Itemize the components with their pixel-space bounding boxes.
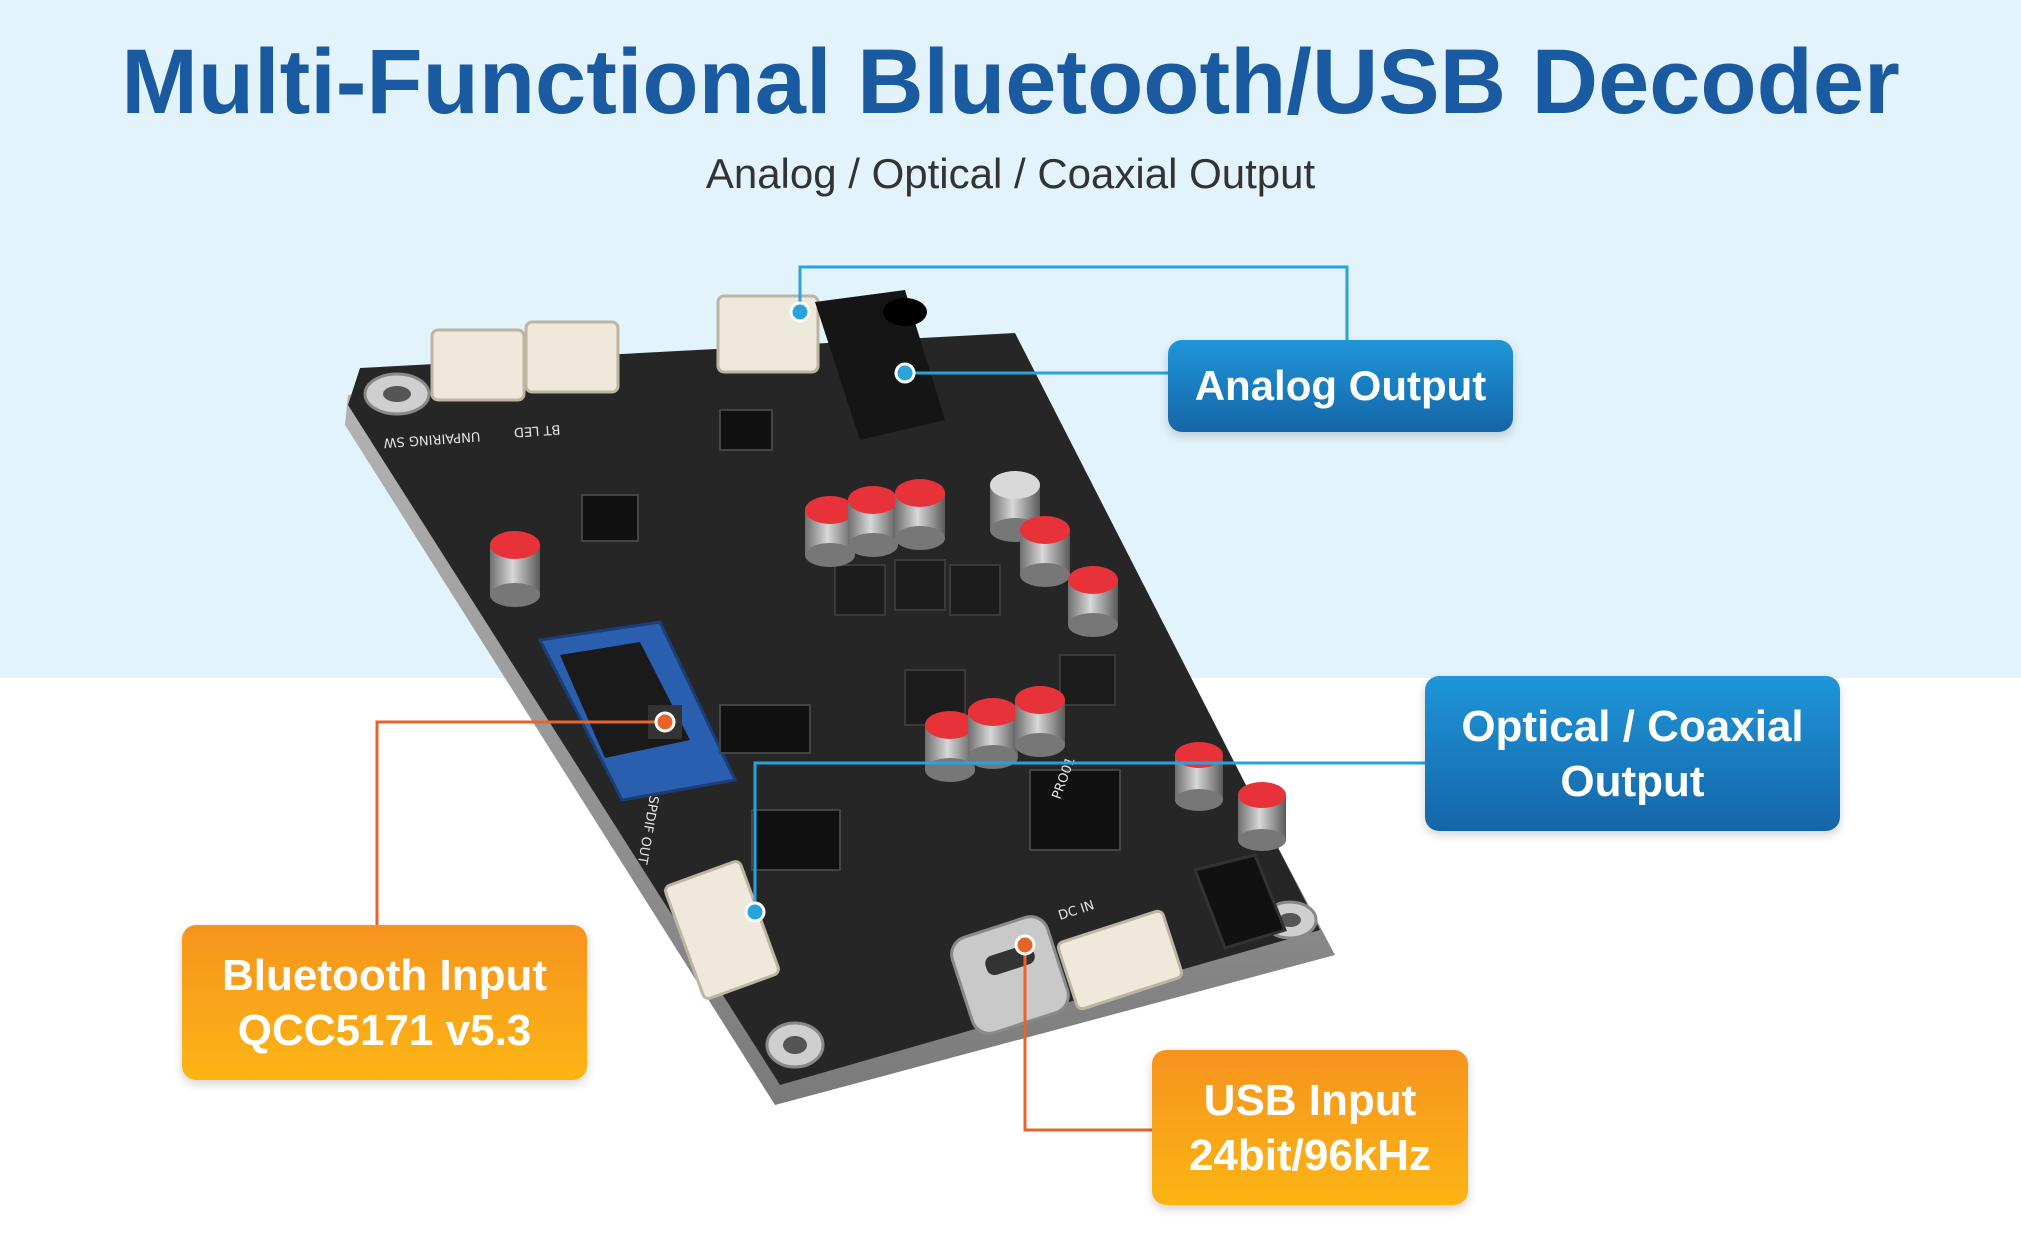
page-title: Multi-Functional Bluetooth/USB Decoder bbox=[121, 31, 1900, 133]
leader-optical-coaxial bbox=[753, 761, 1425, 912]
marker-analog-jack bbox=[894, 362, 916, 384]
leader-analog-output bbox=[798, 265, 1349, 340]
callout-optical-coaxial-output: Optical / Coaxial Output bbox=[1425, 676, 1840, 831]
integrated-circuits bbox=[581, 409, 1121, 871]
callout-usb-input: USB Input 24bit/96kHz bbox=[1152, 1050, 1468, 1205]
dc-input-connector bbox=[1192, 853, 1288, 950]
callout-bluetooth-line1: Bluetooth Input bbox=[221, 950, 547, 1000]
marker-usb bbox=[1014, 934, 1036, 956]
marker-optical-coaxial bbox=[744, 901, 766, 923]
callout-optical-coaxial-line2: Output bbox=[1560, 756, 1705, 806]
callout-usb-line1: USB Input bbox=[1203, 1075, 1417, 1125]
callout-bluetooth-line2: QCC5171 v5.3 bbox=[237, 1005, 532, 1055]
marker-analog-output bbox=[789, 301, 811, 323]
marker-bluetooth bbox=[654, 711, 676, 733]
silkscreen-unpairing-sw: UNPAIRING SW bbox=[383, 428, 481, 450]
callout-analog-output-label: Analog Output bbox=[1194, 361, 1487, 409]
page-subtitle: Analog / Optical / Coaxial Output bbox=[705, 150, 1316, 197]
audio-jack bbox=[815, 290, 945, 440]
callout-bluetooth-input: Bluetooth Input QCC5171 v5.3 bbox=[182, 925, 587, 1080]
leader-bluetooth bbox=[375, 720, 665, 925]
silkscreen-bt-led: BT LED bbox=[513, 421, 560, 439]
callout-usb-line2: 24bit/96kHz bbox=[1188, 1130, 1432, 1180]
callout-optical-coaxial-line1: Optical / Coaxial bbox=[1461, 701, 1804, 751]
callout-analog-output: Analog Output bbox=[1168, 340, 1513, 432]
leader-usb bbox=[1023, 945, 1152, 1132]
